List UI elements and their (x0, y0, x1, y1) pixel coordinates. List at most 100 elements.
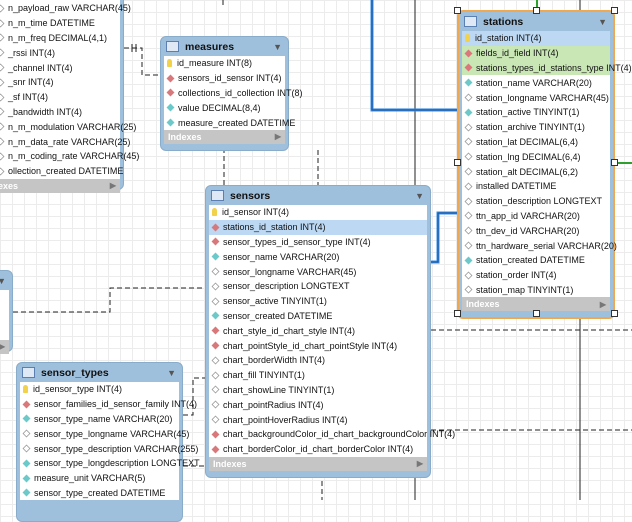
column-row[interactable]: sensor_longname VARCHAR(45) (209, 264, 427, 279)
column-row[interactable]: chart_borderColor_id_chart_borderColor I… (209, 442, 427, 457)
column-row[interactable]: station_active TINYINT(1) (462, 105, 610, 120)
column-row[interactable]: chart_backgroundColor_id_chart_backgroun… (209, 427, 455, 442)
table-sensor-types[interactable]: sensor_types▼id_sensor_type INT(4)sensor… (16, 362, 200, 522)
column-row[interactable]: station_lat DECIMAL(6,4) (462, 135, 610, 150)
column-row[interactable]: sensor_families_id_sensor_family INT(4) (20, 397, 197, 412)
column-row[interactable]: stations_id_station INT(4) (209, 219, 427, 235)
column-row[interactable]: station_map TINYINT(1) (462, 283, 610, 298)
expand-arrow-icon[interactable]: ▶ (0, 342, 5, 352)
column-row[interactable]: id_sensor_type INT(4) (20, 382, 179, 397)
table-header[interactable]: ▼ (0, 271, 9, 290)
table-header[interactable]: sensor_types▼ (20, 363, 179, 382)
indexes-section[interactable]: ▶ (0, 339, 9, 354)
column-row[interactable]: fields_id_field INT(4) (462, 45, 610, 61)
column-row[interactable]: installed DATETIME (462, 179, 610, 194)
column-row[interactable]: _channel INT(4) (0, 60, 120, 75)
column-row[interactable]: id_station INT(4) (462, 31, 610, 46)
column-row[interactable]: sensor_types_id_sensor_type INT(4) (209, 235, 427, 250)
column-row[interactable]: 5) (0, 325, 9, 340)
expand-arrow-icon[interactable]: ▶ (416, 459, 423, 469)
resize-handle[interactable] (533, 310, 540, 317)
column-row[interactable]: ollection_created DATETIME (0, 164, 123, 179)
column-row[interactable]: chart_pointRadius INT(4) (209, 397, 427, 412)
column-row[interactable]: station_alt DECIMAL(6,2) (462, 164, 610, 179)
collapse-arrow-icon[interactable]: ▼ (598, 16, 607, 27)
column-row[interactable]: station_longname VARCHAR(45) (462, 90, 610, 105)
column-row[interactable]: chart_borderWidth INT(4) (209, 353, 427, 368)
column-row[interactable]: sensor_type_longname VARCHAR(45) (20, 426, 189, 441)
column-row[interactable]: stations_types_id_stations_type INT(4) (462, 60, 632, 76)
resize-handle[interactable] (454, 310, 461, 317)
column-row[interactable]: sensor_type_name VARCHAR(20) (20, 412, 179, 427)
column-row[interactable]: measure_unit VARCHAR(5) (20, 471, 179, 486)
resize-handle[interactable] (533, 7, 540, 14)
indexes-section[interactable]: exes▶ (0, 178, 120, 193)
table-header[interactable]: sensors▼ (209, 186, 427, 205)
column-row[interactable]: station_created DATETIME (462, 253, 610, 268)
column-row[interactable]: ttn_hardware_serial VARCHAR(20) (462, 238, 617, 253)
column-row[interactable]: measure_created DATETIME (164, 115, 295, 130)
table-stations[interactable]: stations▼id_station INT(4)fields_id_fiel… (457, 10, 632, 320)
table-collections[interactable]: n_payload_raw VARCHAR(45)n_m_time DATETI… (0, 0, 139, 193)
column-row[interactable]: sensor_created DATETIME (209, 309, 427, 324)
column-row[interactable]: n_m_data_rate VARCHAR(25) (0, 134, 130, 149)
column-row[interactable]: station_archive TINYINT(1) (462, 120, 610, 135)
resize-handle[interactable] (611, 7, 618, 14)
nullable-column-icon (211, 371, 220, 380)
table-measures[interactable]: measures▼id_measure INT(8)sensors_id_sen… (160, 36, 303, 151)
column-row[interactable]: station_lng DECIMAL(6,4) (462, 149, 610, 164)
column-row[interactable]: chart_fill TINYINT(1) (209, 368, 427, 383)
column-row[interactable]: sensor_type_description VARCHAR(255) (20, 441, 198, 456)
column-row[interactable]: 5) (0, 310, 9, 325)
column-row[interactable]: collections_id_collection INT(8) (164, 86, 303, 101)
column-row[interactable]: _snr INT(4) (0, 75, 120, 90)
collapse-arrow-icon[interactable]: ▼ (415, 190, 424, 201)
table-icon (166, 41, 179, 52)
column-row[interactable]: n_m_modulation VARCHAR(25) (0, 119, 136, 134)
column-row[interactable]: n_m_coding_rate VARCHAR(45) (0, 149, 139, 164)
column-row[interactable]: n_m_freq DECIMAL(4,1) (0, 31, 120, 46)
expand-arrow-icon[interactable]: ▶ (109, 181, 116, 191)
table-header[interactable]: stations▼ (462, 12, 610, 31)
column-row[interactable]: sensor_type_longdescription LONGTEXT (20, 456, 200, 471)
column-row[interactable]: station_order INT(4) (462, 268, 610, 283)
column-row[interactable]: sensor_active TINYINT(1) (209, 294, 427, 309)
column-row[interactable]: chart_style_id_chart_style INT(4) (209, 323, 427, 338)
resize-handle[interactable] (611, 310, 618, 317)
table-header[interactable]: measures▼ (164, 37, 285, 56)
column-row[interactable]: _sf INT(4) (0, 90, 120, 105)
collapse-arrow-icon[interactable]: ▼ (167, 367, 176, 378)
collapse-arrow-icon[interactable]: ▼ (0, 275, 6, 286)
column-row[interactable]: sensor_name VARCHAR(20) (209, 249, 427, 264)
indexes-section[interactable]: Indexes▶ (462, 297, 610, 312)
table-partial-left[interactable]: ▼ 5)5) ▶ (0, 270, 13, 354)
resize-handle[interactable] (454, 7, 461, 14)
indexes-section[interactable]: Indexes▶ (164, 129, 285, 144)
resize-handle[interactable] (454, 159, 461, 166)
column-row[interactable]: station_description LONGTEXT (462, 194, 610, 209)
column-row[interactable]: _bandwidth INT(4) (0, 105, 120, 120)
column-row[interactable]: sensor_description LONGTEXT (209, 279, 427, 294)
column-row[interactable]: value DECIMAL(8,4) (164, 100, 285, 115)
column-row[interactable]: _rssi INT(4) (0, 45, 120, 60)
column-row[interactable]: ttn_dev_id VARCHAR(20) (462, 223, 610, 238)
column-row[interactable]: chart_pointStyle_id_chart_pointStyle INT… (209, 338, 427, 353)
column-row[interactable]: station_name VARCHAR(20) (462, 75, 610, 90)
column-row[interactable]: ttn_app_id VARCHAR(20) (462, 209, 610, 224)
indexes-section[interactable]: Indexes▶ (209, 456, 427, 471)
column-row[interactable]: chart_pointHoverRadius INT(4) (209, 412, 427, 427)
expand-arrow-icon[interactable]: ▶ (599, 299, 606, 309)
collapse-arrow-icon[interactable]: ▼ (273, 41, 282, 52)
column-row[interactable]: n_payload_raw VARCHAR(45) (0, 1, 131, 16)
table-sensors[interactable]: sensors▼id_sensor INT(4)stations_id_stat… (205, 185, 455, 478)
column-row[interactable]: id_measure INT(8) (164, 56, 285, 71)
column-row[interactable]: n_m_time DATETIME (0, 16, 120, 31)
column-row[interactable]: id_sensor INT(4) (209, 205, 427, 220)
column-row[interactable]: sensors_id_sensor INT(4) (164, 71, 285, 86)
expand-arrow-icon[interactable]: ▶ (274, 132, 281, 142)
resize-handle[interactable] (611, 159, 618, 166)
nullable-column-icon (211, 356, 220, 365)
nullable-column-icon (464, 93, 473, 102)
column-row[interactable]: sensor_type_created DATETIME (20, 486, 179, 501)
column-row[interactable]: chart_showLine TINYINT(1) (209, 383, 427, 398)
